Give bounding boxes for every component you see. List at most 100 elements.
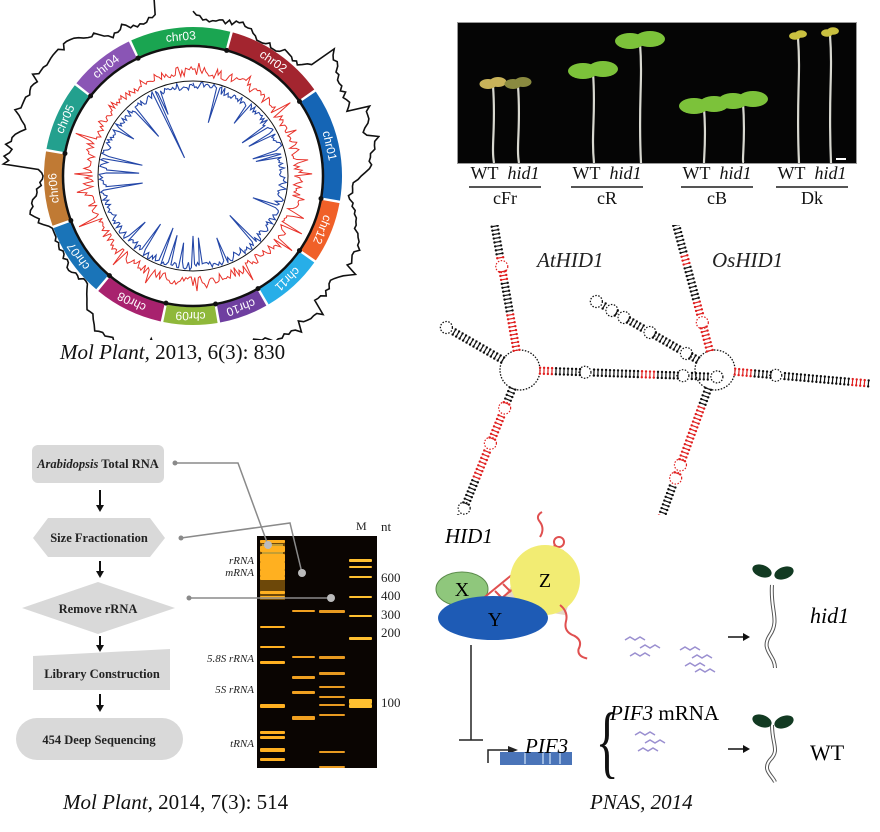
nucleotide bbox=[488, 451, 492, 454]
nucleotide bbox=[658, 340, 662, 343]
seedling-hypocotyl bbox=[796, 37, 801, 164]
nucleotide bbox=[451, 333, 454, 336]
chromosome-band-chr04 bbox=[76, 41, 137, 95]
nucleotide bbox=[509, 333, 512, 337]
nucleotide bbox=[693, 433, 696, 437]
nucleotide bbox=[478, 460, 481, 463]
athid1-label: AtHID1 bbox=[537, 248, 604, 272]
nucleotide bbox=[819, 381, 822, 384]
marker-size-label: 300 bbox=[381, 607, 401, 622]
nucleotide bbox=[672, 377, 676, 380]
nucleotide bbox=[636, 375, 640, 379]
nucleotide bbox=[815, 380, 818, 384]
nucleotide bbox=[592, 368, 596, 371]
nucleotide bbox=[690, 424, 693, 427]
seedling-hypocotyl bbox=[828, 34, 833, 164]
gel-band bbox=[349, 596, 372, 598]
nucleotide bbox=[863, 378, 866, 382]
nucleotide bbox=[686, 452, 689, 455]
gel-band-label: mRNA bbox=[225, 567, 254, 579]
seedling-cotyledon bbox=[514, 77, 532, 87]
nucleotide bbox=[811, 374, 815, 377]
nucleotide bbox=[478, 477, 481, 480]
nucleotide bbox=[699, 304, 703, 307]
nucleotide bbox=[493, 357, 496, 360]
nucleotide bbox=[694, 377, 697, 381]
nucleotide bbox=[483, 449, 486, 452]
nucleotide bbox=[495, 253, 498, 256]
nucleotide bbox=[600, 374, 604, 378]
internal-loop bbox=[495, 259, 509, 274]
nucleotide bbox=[496, 359, 499, 362]
nucleotide bbox=[673, 228, 676, 231]
nucleotide bbox=[512, 349, 515, 353]
circos-plot: chr03chr02chr01chr12chr11chr10chr09chr08… bbox=[1, 0, 380, 340]
nucleotide bbox=[696, 426, 699, 429]
nucleotide bbox=[855, 378, 858, 381]
nucleotide bbox=[668, 339, 671, 342]
nucleotide bbox=[787, 372, 791, 375]
nucleotide bbox=[468, 486, 471, 489]
marker-lane-label: M bbox=[356, 519, 367, 533]
nucleotide bbox=[463, 497, 466, 500]
pif3-exons bbox=[524, 753, 561, 764]
nucleotide bbox=[509, 297, 512, 300]
nucleotide bbox=[487, 455, 490, 458]
nucleotide bbox=[636, 369, 640, 373]
nucleotide bbox=[490, 225, 493, 228]
nucleotide bbox=[671, 341, 675, 344]
genotype-hid1: hid1 bbox=[719, 163, 752, 183]
nucleotide bbox=[697, 356, 701, 359]
nucleotide bbox=[468, 336, 471, 339]
nucleotide bbox=[513, 321, 516, 324]
nucleotide bbox=[661, 335, 665, 338]
nucleotide bbox=[704, 386, 707, 389]
gel-band bbox=[260, 570, 285, 576]
nucleotide bbox=[570, 373, 574, 377]
internal-loop bbox=[669, 471, 683, 485]
nucleotide bbox=[482, 344, 485, 347]
nucleotide bbox=[694, 354, 697, 357]
nucleotide bbox=[694, 284, 697, 288]
nucleotide bbox=[475, 347, 479, 350]
nucleotide bbox=[682, 238, 685, 241]
gel-band bbox=[260, 736, 285, 739]
step-box-library bbox=[33, 649, 170, 690]
nucleotide bbox=[709, 340, 712, 344]
nucleotide bbox=[681, 259, 684, 262]
gel-band bbox=[319, 766, 345, 768]
nucleotide bbox=[501, 419, 504, 423]
nucleotide bbox=[843, 383, 846, 386]
nucleotide bbox=[640, 370, 644, 373]
gel-band bbox=[260, 758, 285, 761]
chromosome-label: chr06 bbox=[45, 172, 62, 203]
nucleotide bbox=[454, 335, 458, 338]
nucleotide bbox=[702, 378, 705, 381]
nucleotide bbox=[612, 369, 616, 372]
mrna-squiggle bbox=[679, 646, 701, 651]
nucleotide bbox=[604, 302, 607, 305]
nucleotide bbox=[604, 368, 608, 372]
nucleotide bbox=[648, 376, 652, 379]
gel-band bbox=[260, 576, 285, 580]
nucleotide bbox=[465, 493, 468, 497]
gel-band bbox=[260, 562, 285, 570]
nucleotide bbox=[501, 286, 504, 289]
chromosome-band-chr06 bbox=[43, 151, 70, 226]
group-underline bbox=[571, 186, 643, 188]
nucleotide bbox=[708, 337, 711, 340]
nucleotide bbox=[674, 232, 677, 235]
nucleotide bbox=[629, 323, 632, 326]
nucleotide bbox=[691, 437, 695, 440]
nucleotide bbox=[660, 506, 663, 510]
gel-band bbox=[349, 637, 372, 640]
nucleotide bbox=[733, 373, 736, 376]
chromosome-label: chr01 bbox=[320, 130, 340, 163]
nucleotide bbox=[687, 257, 690, 261]
nucleotide bbox=[702, 390, 706, 393]
nucleotide bbox=[737, 367, 741, 371]
nucleotide bbox=[706, 378, 709, 381]
